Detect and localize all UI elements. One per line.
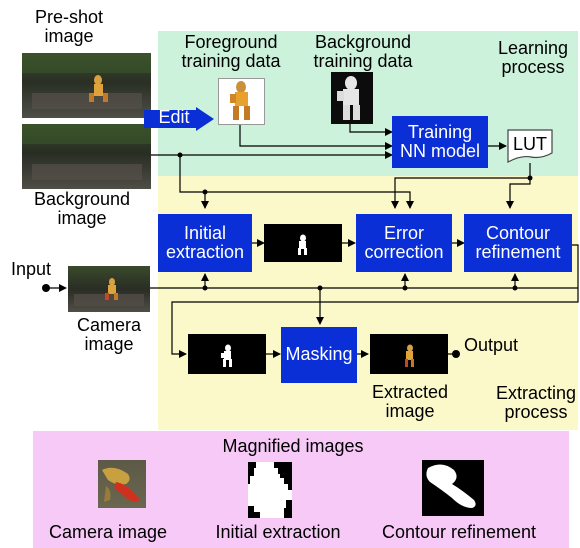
extracted-image: [370, 334, 448, 374]
extracting-process-label: Extracting process: [496, 383, 577, 423]
background-training-image: [331, 72, 373, 124]
camera-image-label: Camera image: [76, 315, 142, 355]
camera-image: [68, 266, 150, 312]
lut-label: LUT: [512, 134, 547, 154]
learning-process-label: Learning process: [498, 38, 569, 78]
magnified-images-title: Magnified images: [222, 436, 364, 456]
training-nn-model-box: Training NN model: [392, 116, 488, 168]
magnified-contour-label: Contour refinement: [381, 522, 537, 542]
background-image-label: Background image: [33, 189, 131, 229]
lut-document: [507, 129, 553, 165]
initial-extraction-box: Initial extraction: [158, 214, 252, 272]
contour-refinement-box: Contour refinement: [464, 214, 572, 272]
preshot-image-label: Pre-shot image: [34, 7, 104, 47]
masking-box: Masking: [281, 327, 357, 383]
background-training-label: Background training data: [313, 32, 413, 72]
magnified-camera-image: [98, 460, 146, 508]
refined-mask: [188, 334, 266, 374]
magnified-contour-mask: [422, 460, 484, 516]
output-label: Output: [464, 335, 519, 355]
foreground-training-image: [218, 78, 265, 125]
magnified-initial-label: Initial extraction: [215, 522, 341, 542]
foreground-training-label: Foreground training data: [181, 32, 281, 72]
preshot-image: [22, 53, 151, 118]
magnified-camera-label: Camera image: [48, 522, 168, 542]
input-label: Input: [10, 259, 52, 279]
background-image: [22, 124, 151, 189]
initial-extraction-mask: [264, 224, 342, 262]
magnified-initial-mask: [248, 462, 292, 518]
error-correction-box: Error correction: [356, 214, 452, 272]
extracted-image-label: Extracted image: [371, 382, 449, 422]
edit-arrow: [144, 107, 214, 131]
edit-label: Edit: [158, 107, 190, 127]
